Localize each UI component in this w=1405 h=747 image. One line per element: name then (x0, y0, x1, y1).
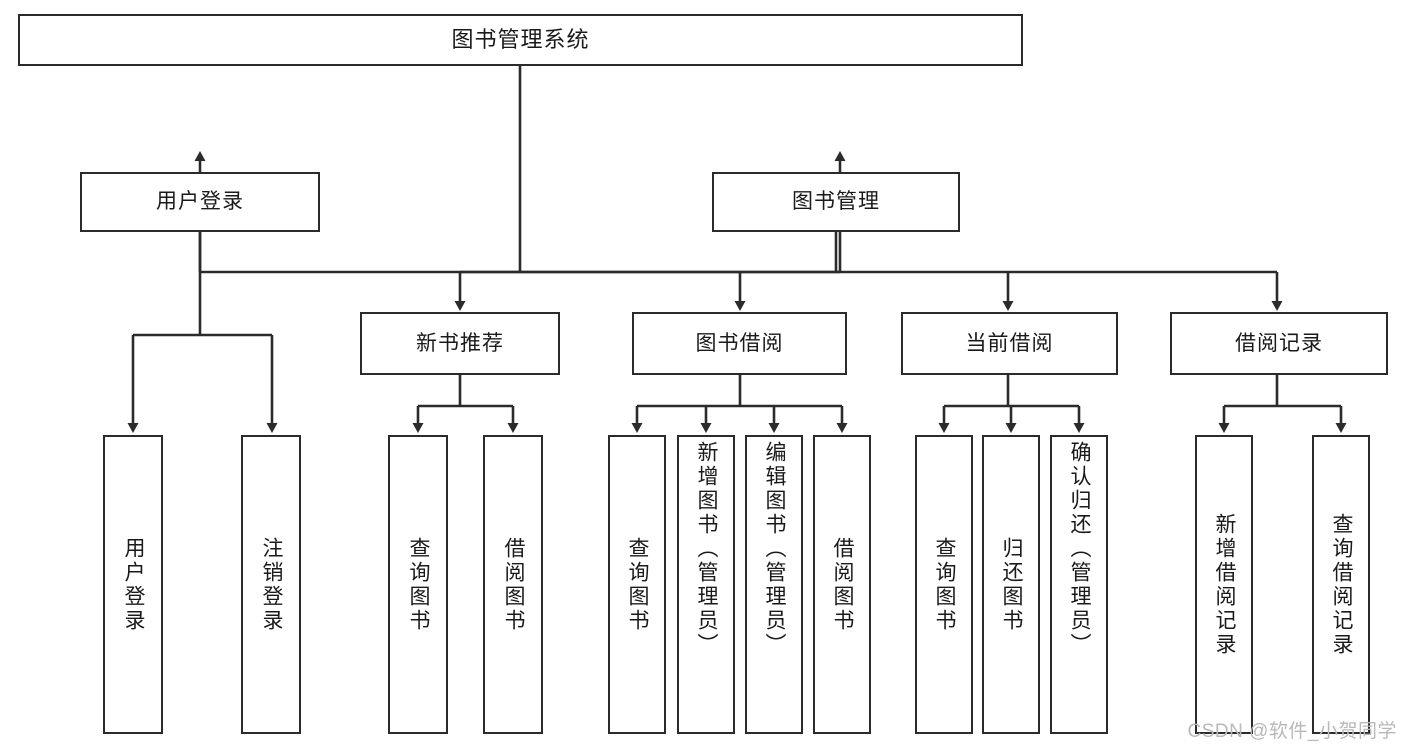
leaf-user-login[interactable]: 用户登录 (103, 435, 163, 734)
node-new-book-recommend[interactable]: 新书推荐 (360, 312, 560, 375)
node-book-borrow-label: 图书借阅 (695, 331, 784, 355)
node-current-borrow-label: 当前借阅 (965, 331, 1054, 355)
leaf-confirm-return-admin-label: 确认归还（管理员） (1068, 441, 1092, 657)
leaf-confirm-return-admin-inner: 确认归还（管理员） (1052, 437, 1106, 736)
leaf-query-book-current-inner: 查询图书 (917, 437, 971, 732)
leaf-logout-label: 注销登录 (260, 536, 284, 633)
leaf-query-borrow-record[interactable]: 查询借阅记录 (1312, 435, 1370, 734)
node-borrow-record[interactable]: 借阅记录 (1170, 312, 1388, 375)
leaf-edit-book-admin-label: 编辑图书（管理员） (763, 441, 787, 657)
leaf-add-book-admin[interactable]: 新增图书（管理员） (677, 435, 735, 734)
leaf-edit-book-admin-inner: 编辑图书（管理员） (747, 437, 801, 736)
leaf-add-borrow-record-label: 新增借阅记录 (1213, 512, 1237, 657)
leaf-add-borrow-record[interactable]: 新增借阅记录 (1195, 435, 1253, 734)
leaf-edit-book-admin[interactable]: 编辑图书（管理员） (745, 435, 803, 734)
node-book-management[interactable]: 图书管理 (712, 172, 960, 232)
leaf-add-book-admin-label: 新增图书（管理员） (695, 441, 719, 657)
leaf-query-book-borrow[interactable]: 查询图书 (608, 435, 666, 734)
node-new-book-recommend-label: 新书推荐 (416, 331, 504, 355)
leaf-query-borrow-record-inner: 查询借阅记录 (1314, 437, 1368, 732)
leaf-return-book-label: 归还图书 (1000, 536, 1024, 633)
leaf-return-book[interactable]: 归还图书 (982, 435, 1040, 734)
csdn-watermark: CSDN @软件_小贺同学 (1187, 721, 1397, 742)
leaf-add-borrow-record-inner: 新增借阅记录 (1197, 437, 1251, 732)
leaf-borrow-book-newbook[interactable]: 借阅图书 (483, 435, 543, 734)
node-user-login-label: 用户登录 (156, 190, 244, 214)
leaf-query-book-current[interactable]: 查询图书 (915, 435, 973, 734)
leaf-borrow-book-newbook-inner: 借阅图书 (485, 437, 541, 732)
node-user-login[interactable]: 用户登录 (80, 172, 320, 232)
node-root-label: 图书管理系统 (451, 26, 590, 52)
leaf-borrow-book[interactable]: 借阅图书 (813, 435, 871, 734)
node-book-borrow[interactable]: 图书借阅 (632, 312, 847, 375)
leaf-logout[interactable]: 注销登录 (241, 435, 301, 734)
leaf-confirm-return-admin[interactable]: 确认归还（管理员） (1050, 435, 1108, 734)
leaf-query-book-newbook-label: 查询图书 (407, 536, 431, 633)
node-borrow-record-label: 借阅记录 (1235, 331, 1323, 355)
node-current-borrow[interactable]: 当前借阅 (901, 312, 1118, 375)
leaf-add-book-admin-inner: 新增图书（管理员） (679, 437, 733, 736)
leaf-logout-inner: 注销登录 (243, 437, 299, 732)
leaf-query-book-borrow-label: 查询图书 (626, 536, 650, 633)
leaf-query-book-current-label: 查询图书 (933, 536, 957, 633)
leaf-user-login-label: 用户登录 (122, 536, 146, 633)
leaf-borrow-book-label: 借阅图书 (831, 536, 855, 633)
leaf-query-book-borrow-inner: 查询图书 (610, 437, 664, 732)
node-book-management-label: 图书管理 (792, 190, 880, 214)
leaf-borrow-book-newbook-label: 借阅图书 (502, 536, 526, 633)
leaf-user-login-inner: 用户登录 (105, 437, 161, 732)
node-root[interactable]: 图书管理系统 (18, 14, 1023, 66)
leaf-query-borrow-record-label: 查询借阅记录 (1330, 512, 1354, 657)
leaf-query-book-newbook[interactable]: 查询图书 (388, 435, 448, 734)
leaf-query-book-newbook-inner: 查询图书 (390, 437, 446, 732)
leaf-return-book-inner: 归还图书 (984, 437, 1038, 732)
leaf-borrow-book-inner: 借阅图书 (815, 437, 869, 732)
